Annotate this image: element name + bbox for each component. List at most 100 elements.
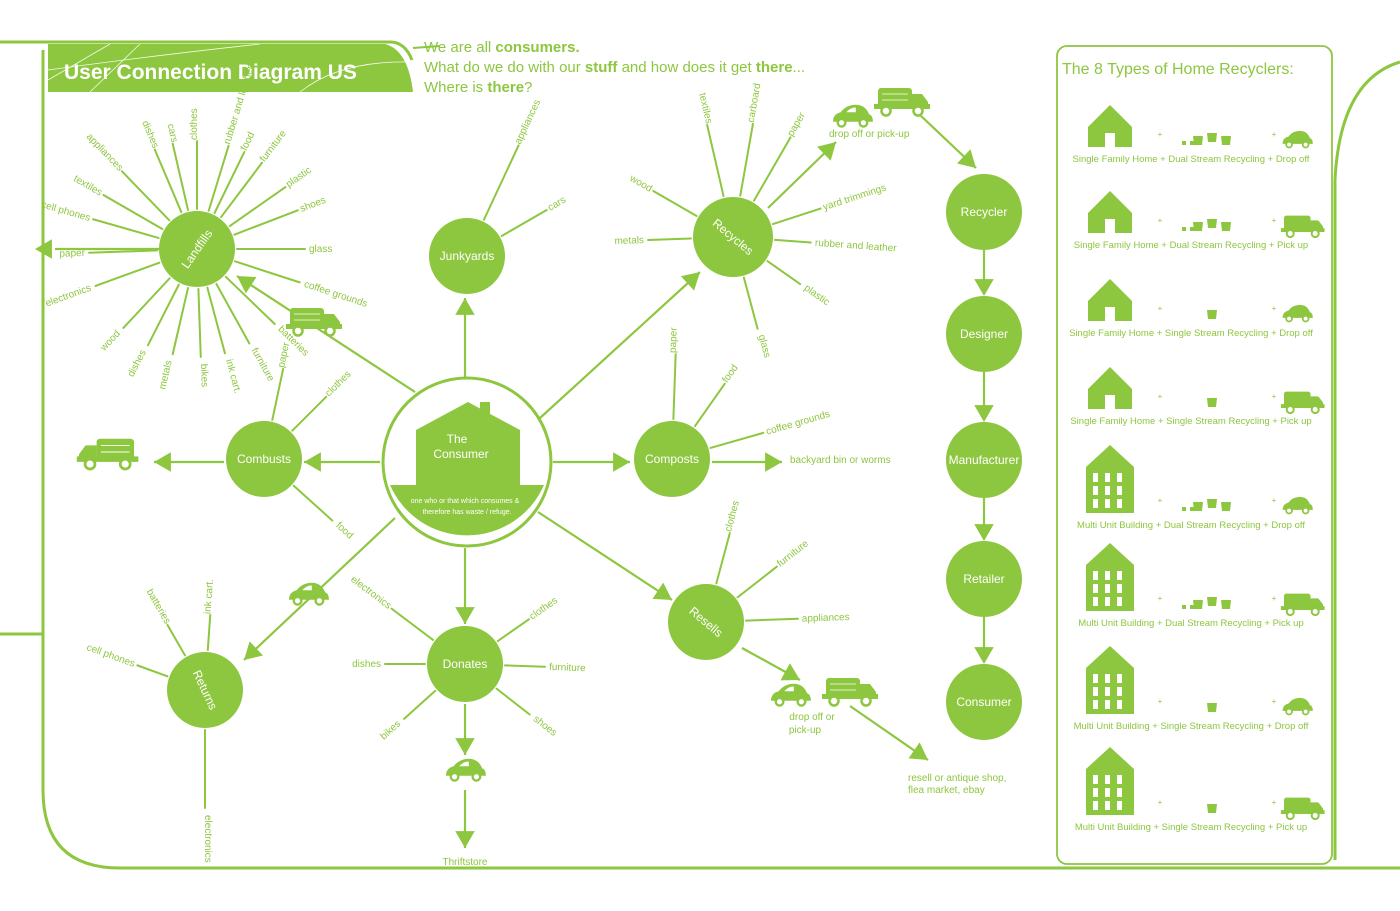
donates-spoke [496, 618, 530, 643]
car-icon [833, 104, 873, 128]
arrowhead [35, 239, 52, 259]
landfills-item: bikes [198, 364, 210, 388]
tagline-line: What do we do with our stuff and how doe… [424, 59, 805, 76]
composts-node-label: Composts [645, 452, 699, 466]
recycling-bin-icon [1182, 499, 1231, 511]
combusts-spoke [271, 368, 285, 421]
recycler-type-row: ++Single Family Home + Dual Stream Recyc… [1073, 105, 1313, 165]
recycles-spoke [739, 122, 754, 197]
donates-item: dishes [352, 659, 381, 670]
arrowhead [613, 452, 630, 472]
recycler-type-row: ++Multi Unit Building + Dual Stream Recy… [1078, 543, 1325, 629]
flow-line [537, 511, 673, 601]
landfills-item: electronics [44, 283, 93, 310]
spokes [88, 122, 822, 809]
composts-item: coffee grounds [765, 409, 831, 438]
returns-spoke [166, 624, 186, 657]
arrowhead [765, 452, 782, 472]
truck-icon [286, 308, 342, 337]
recycles-spoke [773, 238, 812, 244]
recycles-item: wood [627, 173, 654, 195]
plus-sign: + [1158, 496, 1163, 505]
landfills-item: paper [59, 248, 86, 260]
recycler-type-label: Multi Unit Building + Dual Stream Recycl… [1077, 520, 1305, 531]
donates-destination: Thriftstore [442, 857, 487, 868]
resells-destination: resell or antique shop, [908, 773, 1006, 784]
recycling-bin-icon [1207, 398, 1217, 407]
tagline-line: We are all consumers. [424, 39, 580, 56]
chain-node: Recycler [946, 174, 1022, 250]
resells-transport-label: pick-up [789, 725, 822, 736]
car-icon [1282, 304, 1313, 323]
landfills-item: dishes [139, 119, 160, 150]
arrowhead [455, 831, 475, 848]
donates-item: clothes [528, 595, 560, 622]
arrowhead [957, 149, 976, 168]
consumer-title-line1: The [447, 432, 468, 446]
car-icon [1282, 496, 1313, 515]
truck-icon [1280, 797, 1325, 821]
chain-node: Manufacturer [946, 422, 1022, 498]
recycling-bin-icon [1207, 310, 1217, 319]
returns-item: cell phones [85, 642, 136, 670]
arrowhead [154, 452, 171, 472]
recycling-bin-icon [1182, 219, 1231, 231]
combusts-item: clothes [323, 369, 353, 399]
recycler-type-row: ++Single Family Home + Single Stream Rec… [1069, 279, 1313, 339]
page-title: User Connection Diagram US [64, 61, 357, 84]
arrowhead [680, 272, 700, 291]
arrowhead [974, 279, 994, 296]
composts-spoke [693, 382, 726, 428]
landfills-spoke [224, 275, 276, 326]
returns-item: ink cart. [203, 579, 216, 615]
resells-item: clothes [723, 500, 742, 533]
recycler-type-row: ++Multi Unit Building + Single Stream Re… [1075, 747, 1325, 833]
recycles-spoke [766, 260, 802, 286]
landfills-item: wood [98, 328, 123, 354]
arrowhead [455, 607, 475, 624]
arrowheads [35, 142, 994, 848]
recycler-type-label: Single Family Home + Single Stream Recyc… [1070, 416, 1311, 427]
recycler-type-label: Multi Unit Building + Single Stream Recy… [1075, 822, 1307, 833]
landfills-spoke [171, 142, 190, 212]
plus-sign: + [1272, 496, 1277, 505]
recycles-item: textiles [696, 92, 714, 125]
resells-destination: flea market, ebay [908, 785, 985, 796]
truck-icon [1280, 391, 1325, 415]
flow-line [539, 271, 701, 419]
combusts-spoke [291, 395, 328, 432]
recycles-item: rubber and leather [815, 238, 898, 255]
composts-destination: backyard bin or worms [790, 455, 891, 466]
recycler-type-row: + + Multi Unit Building + Dual Stream Recy… [1077, 445, 1313, 531]
landfills-item: ink cart. [223, 358, 243, 395]
recycler-type-label: Multi Unit Building + Single Stream Recy… [1074, 721, 1309, 732]
recycle-transport-label: drop off or pick-up [829, 129, 910, 140]
car-icon [289, 582, 329, 606]
landfills-spoke [197, 287, 202, 358]
chain-node-label: Manufacturer [949, 453, 1020, 467]
arrowhead [908, 742, 928, 760]
resells-item: appliances [802, 612, 850, 625]
truck-icon [1280, 215, 1325, 239]
recycling-bin-icon [1182, 597, 1231, 609]
plus-sign: + [1158, 304, 1163, 313]
donates-item: shoes [531, 714, 559, 739]
landfills-spoke [153, 148, 183, 214]
recycles-item: plastic [802, 283, 832, 308]
chain-node-label: Retailer [963, 572, 1004, 586]
landfills-item: plastic [284, 165, 314, 190]
recycler-type-row: ++Multi Unit Building + Single Stream Re… [1074, 646, 1313, 732]
plus-sign: + [1272, 697, 1277, 706]
car-icon [1282, 697, 1313, 716]
recycles-spoke [706, 123, 725, 198]
landfills-spoke [102, 194, 164, 230]
recycler-type-label: Multi Unit Building + Dual Stream Recycl… [1078, 618, 1303, 629]
arrowhead [974, 524, 994, 541]
resells-node: Resells [668, 584, 744, 660]
recycles-spoke [753, 136, 792, 202]
junkyards-node-label: Junkyards [440, 249, 495, 263]
recycles-item: metals [614, 235, 644, 247]
returns-item: batteries [144, 587, 173, 626]
plus-sign: + [1158, 798, 1163, 807]
landfills-node: Landfills [159, 211, 235, 287]
